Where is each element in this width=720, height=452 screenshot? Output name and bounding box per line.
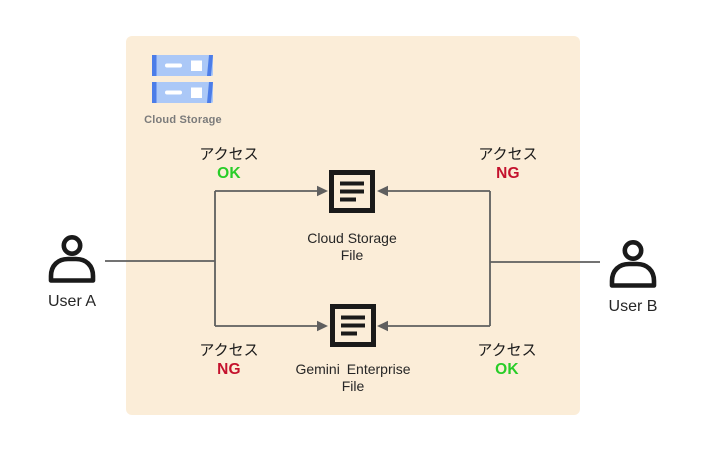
access-status-ok: OK	[217, 165, 241, 182]
access-status-ok: OK	[495, 361, 519, 378]
access-label: アクセス	[199, 342, 259, 359]
access-status-ng: NG	[217, 361, 241, 378]
cloud-storage-file-label: Cloud Storage File	[272, 230, 432, 264]
gemini-enterprise-file-label: Gemini Enterprise File	[273, 361, 433, 395]
user-a-person-icon	[48, 235, 96, 283]
access-label: アクセス	[477, 342, 537, 359]
gemini-enterprise-file-label-line1: Gemini Enterprise	[295, 361, 411, 377]
access-user-a-gemini-file: アクセス NG	[174, 341, 284, 379]
gemini-enterprise-file-icon	[330, 304, 376, 347]
access-user-b-gemini-file: アクセス OK	[452, 341, 562, 379]
access-status-ng: NG	[496, 165, 520, 182]
cloud-storage-boundary-label: Cloud Storage	[144, 114, 222, 126]
cloud-storage-file-icon	[329, 170, 375, 213]
gemini-enterprise-file-label-line2: File	[341, 378, 365, 394]
user-a-label: User A	[47, 293, 96, 310]
cloud-storage-file-label-line1: Cloud Storage	[307, 230, 397, 246]
access-label: アクセス	[199, 146, 259, 163]
server-bar-top	[152, 55, 213, 76]
access-user-b-cloud-file: アクセス NG	[453, 145, 563, 183]
user-b: User B	[601, 239, 665, 316]
user-b-person-icon	[609, 240, 657, 288]
user-a: User A	[40, 234, 104, 311]
cloud-storage-file-label-line2: File	[340, 247, 364, 263]
user-b-label: User B	[608, 298, 658, 315]
server-bar-bottom	[152, 82, 213, 103]
cloud-storage-servers-icon	[152, 55, 213, 103]
access-user-a-cloud-file: アクセス OK	[174, 145, 284, 183]
access-label: アクセス	[478, 146, 538, 163]
